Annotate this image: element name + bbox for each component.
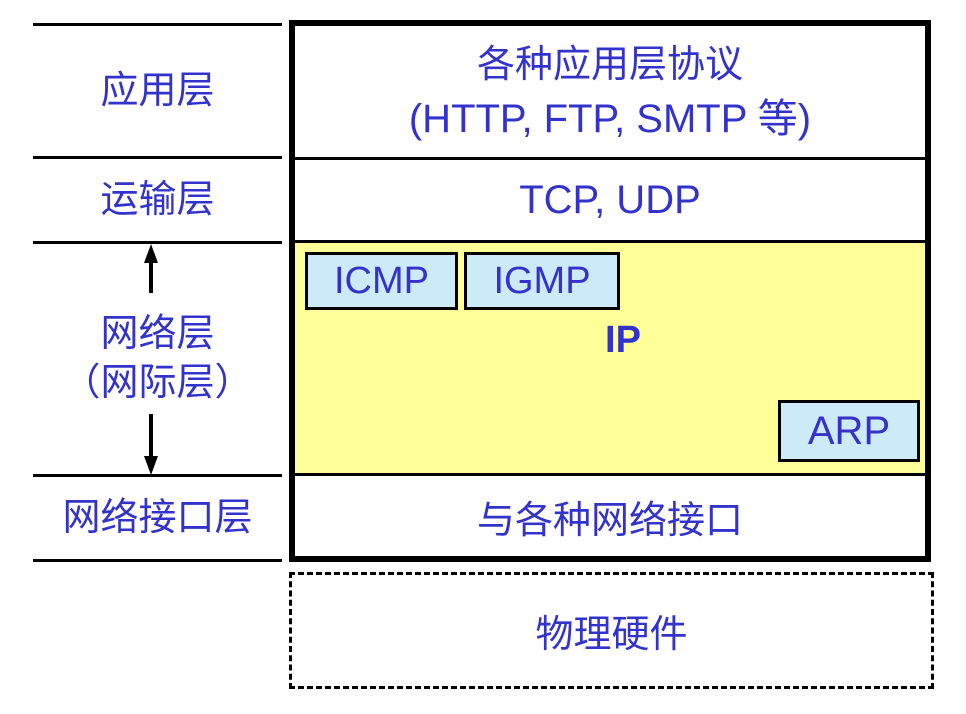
arrow-up-icon xyxy=(144,244,158,293)
row-separator xyxy=(295,240,925,243)
application-protocols-row: 各种应用层协议 (HTTP, FTP, SMTP 等) xyxy=(295,26,925,157)
protocol-stack-box: 各种应用层协议 (HTTP, FTP, SMTP 等) TCP, UDP ICM… xyxy=(289,20,931,562)
layer-label-transport: 运输层 xyxy=(100,178,215,221)
layer-divider-network-interface xyxy=(33,474,282,477)
network-protocols-row: ICMP IGMP IP ARP xyxy=(295,243,925,473)
layer-label-network-line2: （网际层） xyxy=(62,362,253,404)
layer-label-application: 应用层 xyxy=(100,69,215,112)
layer-divider-bottom xyxy=(33,559,282,562)
application-protocols-examples: (HTTP, FTP, SMTP 等) xyxy=(408,96,812,141)
icmp-protocol-box: ICMP xyxy=(305,252,458,310)
layer-label-network-line1: 网络层 xyxy=(100,313,215,355)
ip-protocol-label: IP xyxy=(605,319,641,361)
layer-divider-app-transport xyxy=(33,156,282,159)
transport-protocols-row: TCP, UDP xyxy=(519,177,701,222)
network-layer-extent-arrows xyxy=(144,244,158,475)
arp-protocol-box: ARP xyxy=(778,400,920,462)
physical-hardware-label: 物理硬件 xyxy=(535,614,688,656)
layer-label-network: 网络层 （网际层） xyxy=(33,244,282,474)
layer-label-interface: 网络接口层 xyxy=(62,496,253,539)
igmp-protocol-box: IGMP xyxy=(464,252,620,310)
row-separator xyxy=(295,157,925,160)
layer-divider-top xyxy=(33,23,282,26)
row-separator xyxy=(295,473,925,476)
network-interface-row: 与各种网络接口 xyxy=(476,499,743,542)
layer-divider-transport-network xyxy=(33,241,282,244)
physical-hardware-box: 物理硬件 xyxy=(289,572,934,689)
arrow-down-icon xyxy=(144,414,158,475)
application-protocols-title: 各种应用层协议 xyxy=(476,43,743,86)
